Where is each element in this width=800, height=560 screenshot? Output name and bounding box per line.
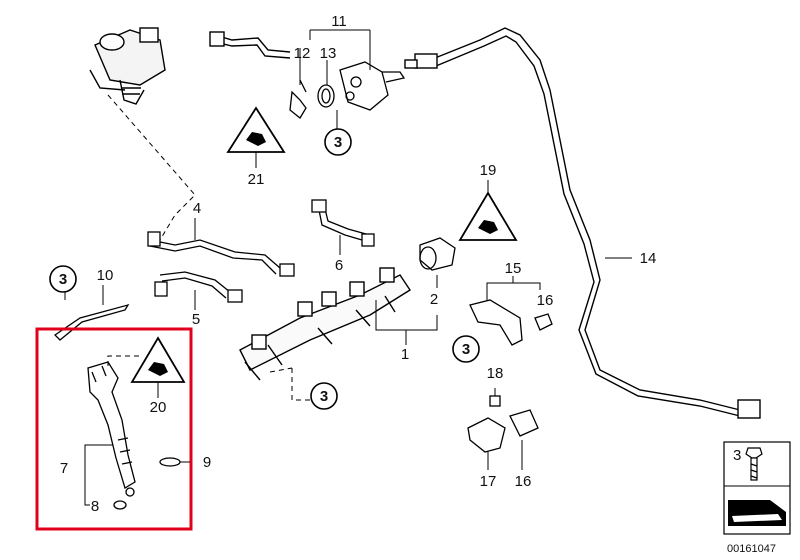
callout-19: 19 — [480, 162, 497, 179]
flat-wedge-icon — [728, 500, 786, 526]
callout-8: 8 — [91, 498, 99, 515]
fuel-rail-1 — [239, 267, 411, 381]
callout-11: 11 — [331, 13, 347, 30]
callout-16-top: 16 — [537, 292, 554, 309]
callout-20: 20 — [150, 399, 167, 416]
circled-ref-3-top: 3 — [324, 128, 352, 156]
bracket-1 — [375, 300, 438, 345]
callout-2: 2 — [430, 291, 438, 308]
callout-21: 21 — [248, 171, 265, 188]
injector-7 — [87, 361, 136, 497]
callout-17: 17 — [480, 473, 497, 490]
callout-16-bottom: 16 — [515, 473, 532, 490]
pipe-4 — [147, 231, 295, 277]
callout-5: 5 — [192, 311, 200, 328]
circled-ref-3-mid: 3 — [452, 335, 480, 363]
injector-leader-dashed — [107, 355, 140, 366]
leader-7-8 — [84, 444, 113, 506]
callout-1: 1 — [401, 346, 409, 363]
fuel-line-14 — [404, 27, 761, 419]
callout-15: 15 — [505, 260, 522, 277]
callout-6: 6 — [335, 257, 343, 274]
legend-box: 3 — [723, 441, 791, 535]
bracket-11 — [299, 29, 371, 130]
warning-triangle-20 — [130, 336, 186, 398]
bolt-icon — [745, 447, 763, 481]
pressure-sensor-2 — [419, 237, 456, 271]
seal-ring-9 — [159, 457, 181, 467]
pump-leader-dashed — [107, 94, 196, 241]
callout-12: 12 — [294, 45, 311, 62]
seal-ring-8 — [113, 500, 127, 510]
circled-ref-3-left: 3 — [49, 265, 77, 293]
pipe-5 — [154, 271, 243, 303]
warning-triangle-21 — [226, 106, 286, 168]
leader-10 — [64, 285, 104, 305]
rail-leader-dashed — [269, 367, 310, 401]
callout-7: 7 — [60, 460, 68, 477]
bracket-15 — [469, 299, 553, 346]
circled-ref-3-bottom-label: 3 — [320, 388, 328, 405]
callout-14: 14 — [640, 250, 657, 267]
high-pressure-line-top — [209, 31, 291, 59]
pipe-6 — [311, 199, 375, 247]
leaders-17-18-16 — [487, 388, 523, 470]
callout-18: 18 — [487, 365, 504, 382]
bracket-17 — [467, 395, 539, 453]
bracket-15-lines — [486, 276, 541, 300]
callout-4: 4 — [193, 200, 201, 217]
seal-strip-10 — [53, 303, 130, 341]
callout-9: 9 — [203, 454, 211, 471]
highlight-box — [35, 327, 193, 531]
circled-ref-3-top-label: 3 — [334, 134, 342, 151]
legend-number: 3 — [733, 447, 741, 464]
circled-ref-3-bottom: 3 — [310, 382, 338, 410]
callout-10: 10 — [97, 267, 114, 284]
circled-ref-3-left-label: 3 — [59, 271, 67, 288]
circled-ref-3-mid-label: 3 — [462, 341, 470, 358]
callout-13: 13 — [320, 45, 337, 62]
diagram-id: 00161047 — [727, 543, 776, 555]
high-pressure-pump — [89, 27, 166, 105]
warning-triangle-19 — [458, 180, 518, 241]
sensor-assembly-11 — [289, 61, 406, 119]
